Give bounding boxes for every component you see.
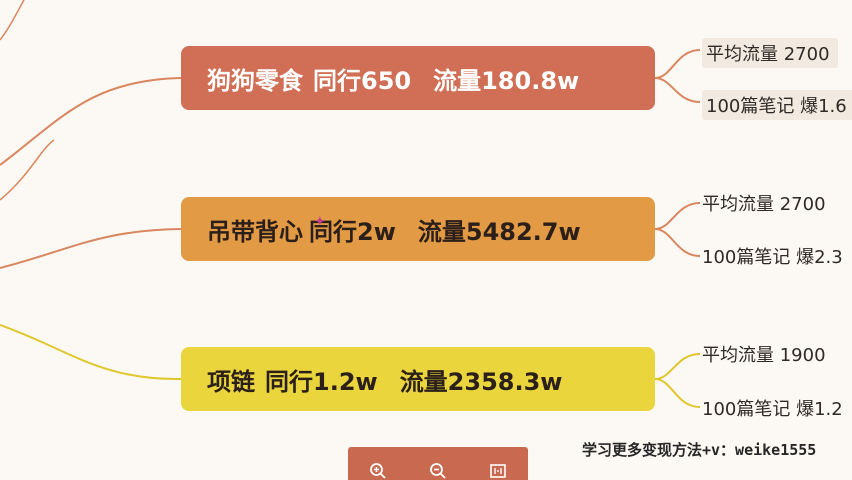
cursor-sparkle-icon: ✦ [314, 214, 326, 230]
topic-node-necklace[interactable]: 项链 同行1.2w 流量2358.3w [181, 347, 655, 411]
n2-child-2-line [654, 228, 701, 257]
root-branch-1 [0, 77, 182, 166]
node-peers: 同行1.2w [265, 367, 378, 396]
n2-child-notes[interactable]: 100篇笔记 爆2.3 [702, 247, 843, 268]
zoom-in-icon [370, 463, 386, 479]
node-traffic: 流量5482.7w [417, 217, 581, 246]
root-branch-3 [0, 324, 182, 381]
n1-child-1-line [654, 49, 701, 79]
n3-child-notes[interactable]: 100篇笔记 爆1.2 [702, 399, 843, 420]
node-peers: 同行650 [313, 66, 412, 95]
root-branch-2 [0, 228, 182, 269]
n1-child-notes[interactable]: 100篇笔记 爆1.6 [702, 90, 852, 120]
n1-child-2-line [654, 77, 701, 103]
node-topic: 吊带背心 [207, 217, 303, 246]
topic-node-dog-snacks[interactable]: 狗狗零食 同行650 流量180.8w [181, 46, 655, 110]
promo-text: 学习更多变现方法+v：weike1555 [582, 441, 817, 459]
zoom-in-button[interactable] [367, 460, 389, 480]
node-topic: 项链 [207, 367, 255, 396]
node-traffic: 流量180.8w [433, 66, 580, 95]
zoom-out-icon [430, 463, 446, 479]
root-branch-extra-a [0, 0, 25, 41]
n3-child-2-line [654, 378, 701, 408]
n1-child-avg-traffic[interactable]: 平均流量 2700 [702, 38, 838, 68]
n3-child-1-line [654, 353, 701, 380]
n3-child-avg-traffic[interactable]: 平均流量 1900 [702, 345, 826, 366]
n2-child-1-line [654, 202, 701, 230]
fit-screen-button[interactable] [487, 460, 509, 480]
zoom-out-button[interactable] [427, 460, 449, 480]
zoom-toolbar [348, 447, 528, 480]
node-topic: 狗狗零食 [207, 66, 303, 95]
fit-screen-icon [490, 464, 506, 478]
node-peers: 同行2w [309, 217, 396, 246]
topic-node-camisole[interactable]: 吊带背心 同行2w 流量5482.7w [181, 197, 655, 261]
root-branch-extra-b [0, 139, 55, 201]
n2-child-avg-traffic[interactable]: 平均流量 2700 [702, 194, 826, 215]
node-traffic: 流量2358.3w [399, 367, 563, 396]
